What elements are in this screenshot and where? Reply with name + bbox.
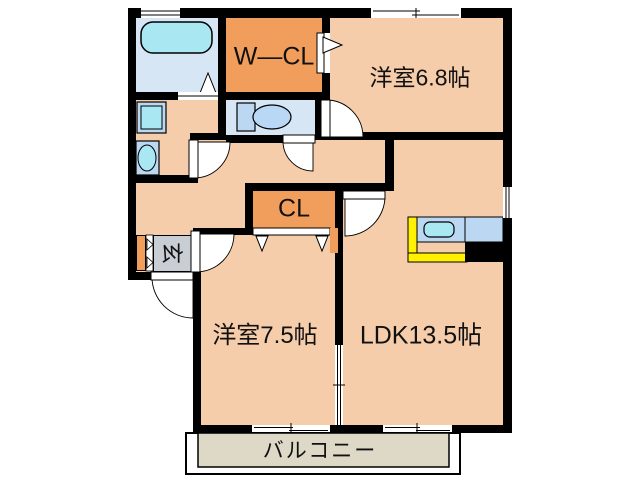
shoe-cabinet [136, 235, 146, 271]
room-walk-in-closet [226, 18, 322, 92]
wall-washroom-toilet-link [190, 133, 226, 140]
wall-wcl-bottom [226, 92, 322, 100]
label-western-room-75: 洋室7.5帖 [212, 322, 318, 349]
wall-entry-stub [128, 272, 155, 280]
floor-lower-block [201, 280, 503, 425]
wall-room68-bottom [322, 132, 503, 140]
room-bathroom [136, 18, 218, 92]
wall-partition-room75-ldk [335, 191, 343, 345]
wall-closet-left [245, 191, 253, 228]
wall-hall-ldk [385, 140, 394, 191]
label-closet: CL [278, 194, 310, 223]
label-balcony: バルコニー [262, 439, 378, 463]
wall-toilet-right [315, 92, 322, 140]
label-ldk: LDK13.5帖 [359, 321, 483, 350]
wall-right [503, 8, 512, 433]
wall-top [128, 8, 512, 18]
label-walk-in-closet: W—CL [233, 42, 315, 71]
wall-bottom [193, 425, 512, 433]
wall-toilet-bottom [226, 135, 283, 143]
wall-bath-right [218, 8, 226, 140]
door-swing-entrance [151, 276, 194, 319]
wall-room75-top [193, 228, 253, 235]
room-closet [253, 191, 335, 228]
wall-closet-top [245, 183, 390, 191]
wall-washroom-bottom [128, 175, 198, 183]
entrance-tile [153, 235, 193, 272]
wall-room68-left [322, 8, 330, 140]
label-entrance: 玄 [159, 241, 184, 265]
wall-bath-bottom [136, 92, 226, 100]
wall-left [128, 8, 136, 280]
room-toilet [226, 100, 315, 135]
label-western-room-68: 洋室6.8帖 [369, 64, 471, 91]
wall-left-lower [193, 272, 201, 433]
